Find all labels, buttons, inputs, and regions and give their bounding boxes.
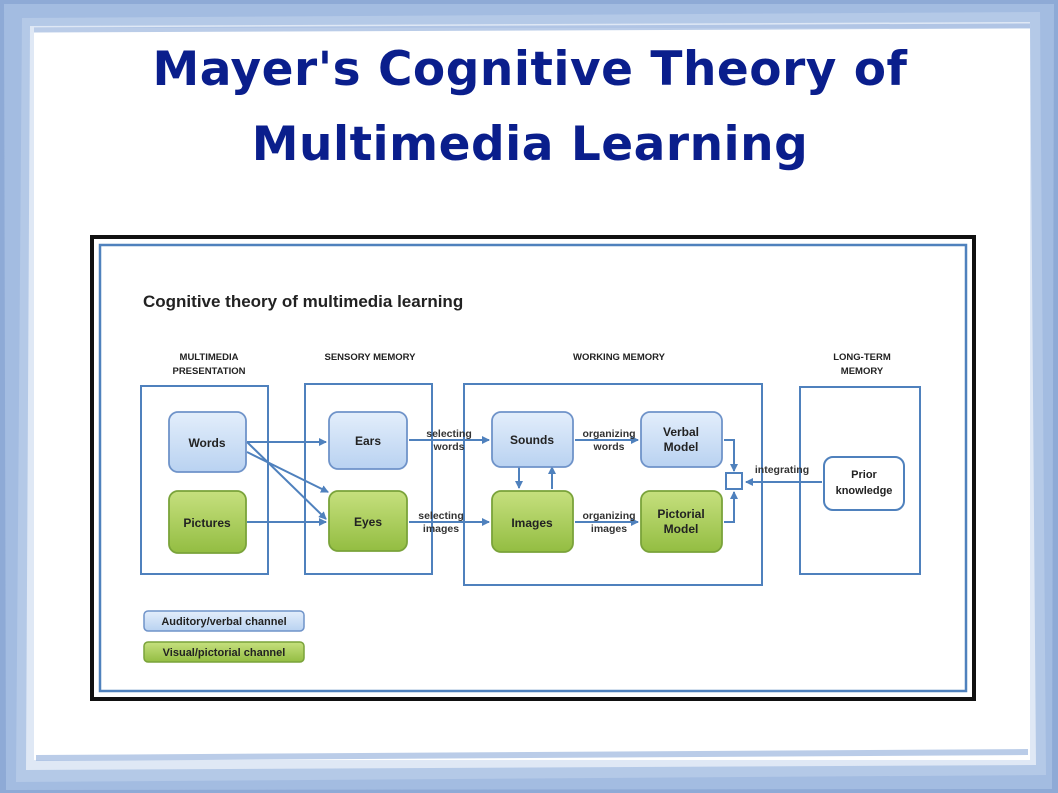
slide-title-line2: Multimedia Learning <box>251 117 809 172</box>
node-words: Words <box>168 411 247 473</box>
label-integrating: integrating <box>755 464 809 476</box>
integration-junction <box>725 472 743 490</box>
label-organizing-images-2: images <box>591 523 627 535</box>
diagram-panel: Cognitive theory of multimedia learning … <box>90 235 976 701</box>
label-organizing-words-1: organizing <box>582 428 635 440</box>
section-title-presentation-line2: PRESENTATION <box>172 366 245 377</box>
node-prior-label-2: knowledge <box>836 485 893 497</box>
node-ears-label: Ears <box>355 434 381 448</box>
legend-visual-label: Visual/pictorial channel <box>163 647 286 659</box>
node-pictorial-model: Pictorial Model <box>640 490 723 553</box>
label-organizing-images-1: organizing <box>582 510 635 522</box>
arrow-verbal-integrate <box>724 439 738 472</box>
section-box-presentation <box>140 385 269 575</box>
node-sounds-label: Sounds <box>510 433 554 447</box>
section-title-working: WORKING MEMORY <box>573 352 666 363</box>
section-title-presentation-line1: MULTIMEDIA <box>180 352 239 363</box>
label-selecting-words-2: words <box>433 441 465 453</box>
node-eyes-label: Eyes <box>354 515 382 529</box>
node-prior-label-1: Prior <box>851 469 877 481</box>
node-verbal-model-label-2: Model <box>664 440 699 454</box>
diagram-svg: Cognitive theory of multimedia learning … <box>98 243 968 693</box>
node-images-label: Images <box>511 516 553 530</box>
node-verbal-model: Verbal Model <box>640 411 723 468</box>
section-title-longterm-line1: LONG-TERM <box>833 352 891 363</box>
node-pictures: Pictures <box>168 490 247 554</box>
slide-title-line1: Mayer's Cognitive Theory of <box>152 42 908 97</box>
node-sounds: Sounds <box>491 411 574 468</box>
legend: Auditory/verbal channel Visual/pictorial… <box>143 610 305 663</box>
node-prior-knowledge: Prior knowledge <box>823 456 905 511</box>
node-eyes: Eyes <box>328 490 408 552</box>
arrow-pictorial-integrate <box>724 491 738 523</box>
node-words-label: Words <box>188 436 225 450</box>
node-pictorial-model-label-2: Model <box>664 522 699 536</box>
section-box-longterm <box>799 386 921 575</box>
legend-auditory: Auditory/verbal channel <box>143 610 305 632</box>
label-selecting-images-2: images <box>423 523 459 535</box>
legend-visual: Visual/pictorial channel <box>143 641 305 663</box>
label-organizing-words-2: words <box>593 441 625 453</box>
section-box-sensory <box>304 383 433 575</box>
node-verbal-model-label-1: Verbal <box>663 425 699 439</box>
node-pictorial-model-label-1: Pictorial <box>657 507 704 521</box>
legend-auditory-label: Auditory/verbal channel <box>161 616 286 628</box>
node-images: Images <box>491 490 574 553</box>
label-selecting-images-1: selecting <box>418 510 464 522</box>
inner-border <box>98 243 968 693</box>
arrow-words-eyes-2 <box>246 451 329 493</box>
node-ears: Ears <box>328 411 408 470</box>
section-box-working <box>463 383 763 586</box>
arrow-words-eyes <box>246 441 327 520</box>
section-title-sensory: SENSORY MEMORY <box>325 352 417 363</box>
diagram-heading: Cognitive theory of multimedia learning <box>143 292 463 311</box>
arrows <box>246 436 822 526</box>
node-pictures-label: Pictures <box>183 516 231 530</box>
label-selecting-words-1: selecting <box>426 428 472 440</box>
section-title-longterm-line2: MEMORY <box>841 366 884 377</box>
